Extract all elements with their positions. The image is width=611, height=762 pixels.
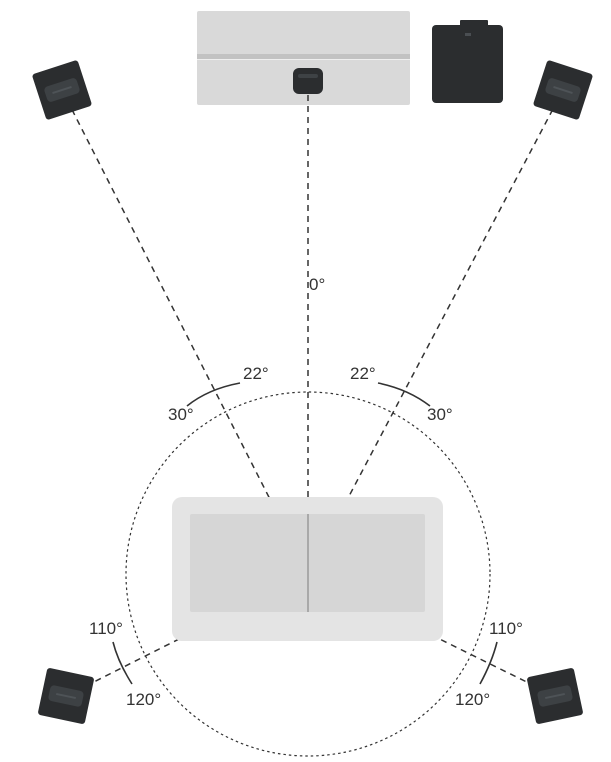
soundbar-icon bbox=[293, 68, 323, 94]
speaker-rear-left bbox=[38, 668, 94, 724]
label-rear-right-inner: 110° bbox=[489, 619, 523, 638]
rear-right-arc bbox=[479, 641, 498, 685]
label-rear-left-outer: 120° bbox=[126, 690, 161, 709]
label-rear-right-outer: 120° bbox=[455, 690, 490, 709]
front-left-line bbox=[61, 89, 309, 575]
label-front-right-outer: 30° bbox=[427, 405, 453, 424]
label-center: 0° bbox=[309, 275, 325, 294]
front-right-line bbox=[307, 89, 564, 575]
angle-arcs bbox=[112, 382, 498, 685]
tv-icon bbox=[197, 11, 410, 105]
rear-left-arc bbox=[112, 641, 133, 685]
sofa-icon bbox=[172, 497, 443, 641]
speaker-front-left bbox=[32, 60, 92, 120]
label-front-left-inner: 22° bbox=[243, 364, 269, 383]
listening-circle bbox=[125, 391, 491, 757]
label-front-left-outer: 30° bbox=[168, 405, 194, 424]
label-front-right-inner: 22° bbox=[350, 364, 376, 383]
label-rear-left-inner: 110° bbox=[89, 619, 123, 638]
front-right-arc bbox=[377, 382, 431, 407]
speaker-front-right bbox=[533, 60, 593, 120]
subwoofer-icon bbox=[432, 20, 503, 103]
speaker-rear-right bbox=[527, 668, 583, 724]
front-left-arc bbox=[186, 382, 241, 407]
